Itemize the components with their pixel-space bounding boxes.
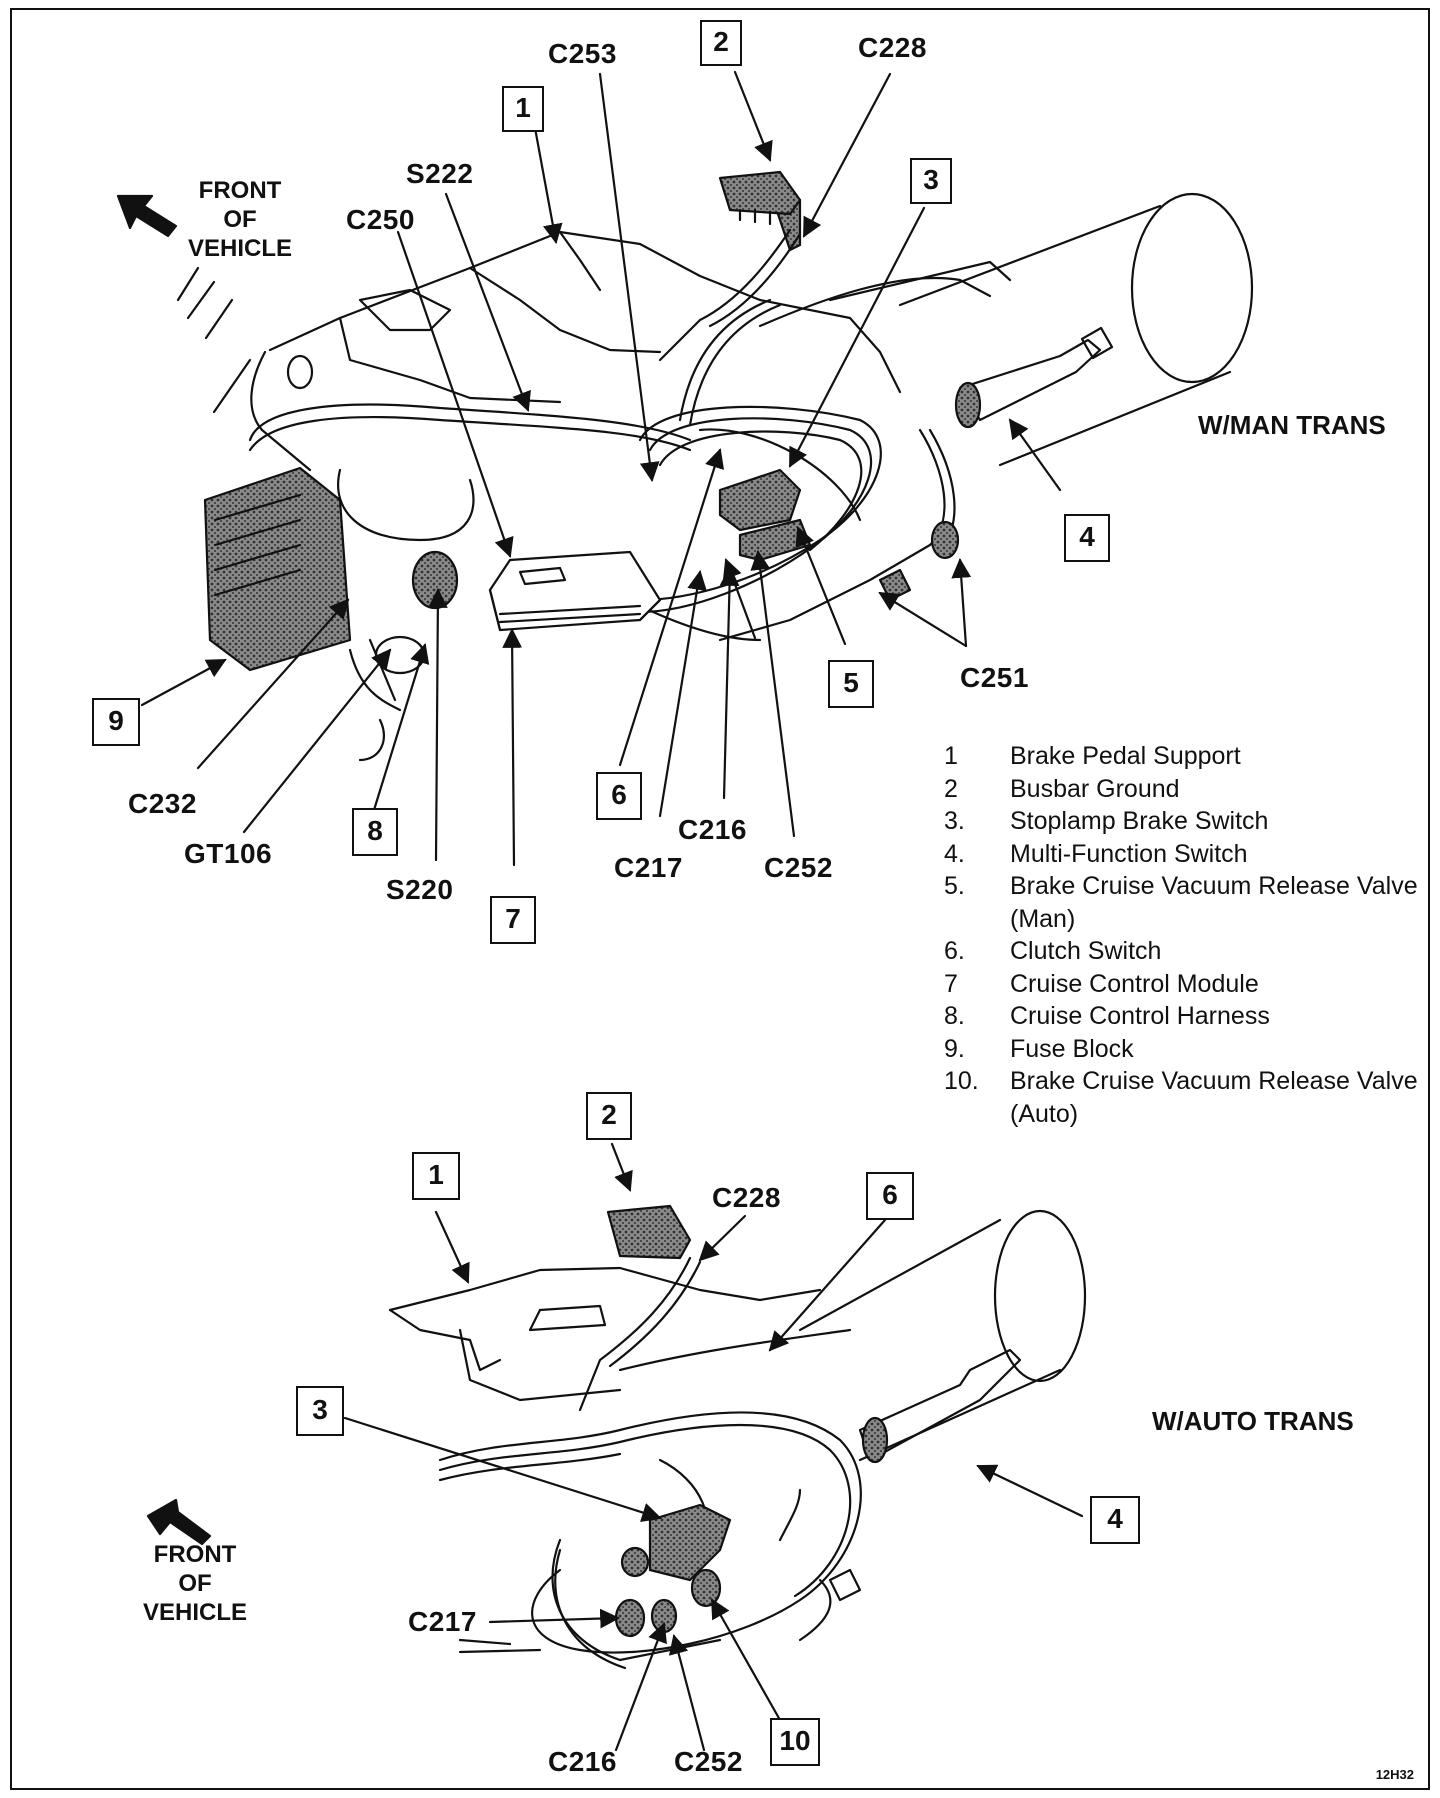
callout-6-bottom: 6: [866, 1172, 914, 1220]
legend-num: 1: [944, 742, 958, 770]
connector-c228-bottom: C228: [712, 1182, 781, 1213]
front-of-vehicle-label-bottom: FRONT OF VEHICLE: [135, 1540, 255, 1627]
front-arrow-icon-bottom: [146, 1498, 212, 1546]
connector-c252-bottom: C252: [674, 1746, 743, 1777]
front-word: FRONT: [198, 177, 282, 204]
legend-num: 9.: [944, 1034, 965, 1063]
legend-item: 5. Brake Cruise Vacuum Release Valve (Man…: [944, 870, 1440, 935]
man-trans-label: W/MAN TRANS: [1198, 410, 1386, 440]
callout-6-top: 6: [596, 772, 642, 820]
legend-item: 10. Brake Cruise Vacuum Release Valve (Au…: [944, 1065, 1440, 1130]
connector-c217-bottom: C217: [408, 1606, 477, 1637]
legend-item: 1 Brake Pedal Support: [944, 740, 1440, 773]
legend-text: Brake Cruise Vacuum Release Valve (Auto): [1010, 1067, 1418, 1128]
legend-item: 8. Cruise Control Harness: [944, 1000, 1440, 1033]
legend-num: 7: [944, 969, 958, 998]
callout-9-top: 9: [92, 698, 140, 746]
ground-gt106: GT106: [184, 838, 273, 869]
callout-1-bottom: 1: [412, 1152, 460, 1200]
connector-c217: C217: [614, 852, 683, 883]
legend-num: 5.: [944, 872, 965, 900]
legend-num: 8.: [944, 1002, 965, 1030]
front-arrow-icon: [116, 194, 178, 238]
vehicle-word: VEHICLE: [142, 1599, 247, 1626]
figure-frame: [10, 8, 1430, 1790]
callout-4-top: 4: [1064, 514, 1110, 562]
legend-text: Cruise Control Module: [1010, 969, 1259, 998]
fuse-block-shape: [203, 466, 352, 672]
vehicle-word: VEHICLE: [187, 235, 292, 262]
callout-7-top: 7: [490, 896, 536, 944]
legend-num: 2: [944, 774, 958, 803]
connector-c216-bottom: C216: [548, 1746, 617, 1777]
legend-text: Brake Pedal Support: [1010, 742, 1241, 770]
figure-reference: 12H32: [1375, 1767, 1414, 1782]
legend-item: 6. Clutch Switch: [944, 935, 1440, 968]
legend-num: 4.: [944, 839, 965, 868]
legend-text: Fuse Block: [1010, 1034, 1134, 1063]
callout-1-top: 1: [502, 86, 544, 132]
legend-text: Clutch Switch: [1010, 937, 1162, 965]
legend-text: Busbar Ground: [1010, 774, 1180, 803]
callout-10-bottom: 10: [770, 1718, 820, 1766]
legend-item: 4. Multi-Function Switch: [944, 838, 1440, 871]
callout-4-bottom: 4: [1090, 1496, 1140, 1544]
legend-num: 10.: [944, 1067, 979, 1095]
legend-text: Cruise Control Harness: [1010, 1002, 1270, 1030]
legend-text: Stoplamp Brake Switch: [1010, 807, 1269, 835]
splice-s220: S220: [386, 874, 454, 905]
callout-3-top: 3: [910, 158, 952, 204]
connector-c251: C251: [960, 662, 1029, 693]
legend-item: 2 Busbar Ground: [944, 773, 1440, 806]
splice-s222: S222: [406, 158, 474, 189]
legend-item: 9. Fuse Block: [944, 1033, 1440, 1066]
connector-c216: C216: [678, 814, 747, 845]
of-word: OF: [223, 206, 257, 233]
connector-c232: C232: [128, 788, 197, 819]
connector-c252: C252: [764, 852, 833, 883]
connector-c253: C253: [548, 38, 617, 69]
front-word: FRONT: [153, 1541, 237, 1568]
of-word: OF: [178, 1570, 212, 1597]
connector-c228: C228: [858, 32, 927, 63]
connector-c250: C250: [346, 204, 415, 235]
legend: 1 Brake Pedal Support 2 Busbar Ground 3. St…: [944, 740, 1440, 1130]
front-of-vehicle-label-top: FRONT OF VEHICLE: [180, 176, 300, 263]
legend-text: Multi-Function Switch: [1010, 839, 1248, 868]
legend-item: 7 Cruise Control Module: [944, 968, 1440, 1001]
callout-2-bottom: 2: [586, 1092, 632, 1140]
callout-3-bottom: 3: [296, 1386, 344, 1436]
legend-num: 6.: [944, 937, 965, 965]
legend-item: 3. Stoplamp Brake Switch: [944, 805, 1440, 838]
legend-num: 3.: [944, 807, 965, 835]
legend-text: Brake Cruise Vacuum Release Valve (Man): [1010, 872, 1418, 933]
callout-8-top: 8: [352, 808, 398, 856]
auto-trans-label: W/AUTO TRANS: [1152, 1406, 1354, 1436]
callout-5-top: 5: [828, 660, 874, 708]
callout-2-top: 2: [700, 20, 742, 66]
